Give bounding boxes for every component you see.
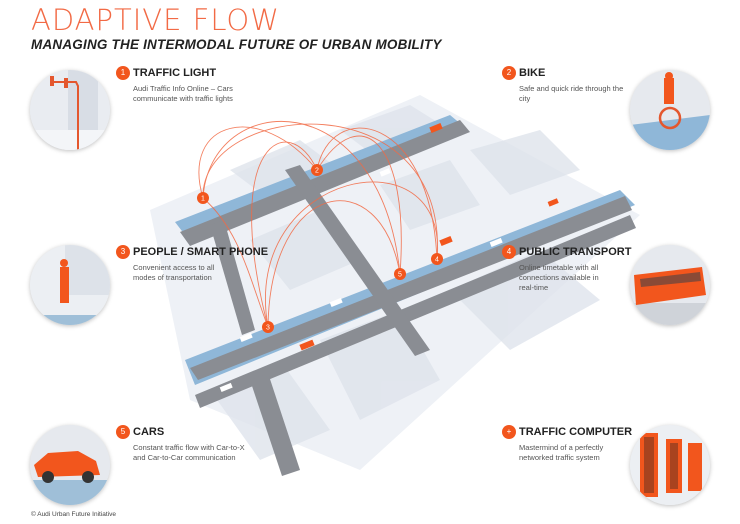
badge-2: 2 [502, 66, 516, 80]
bike-icon [630, 70, 710, 150]
feature-title: TRAFFIC COMPUTER [519, 426, 633, 438]
feature-title: PUBLIC TRANSPORT [519, 246, 632, 258]
badge-1: 1 [116, 66, 130, 80]
feature-description: Safe and quick ride through the city [519, 84, 624, 103]
map-markers: 1 2 3 4 5 [197, 164, 443, 333]
feature-title: BIKE [519, 67, 546, 79]
badge-5: 5 [116, 425, 130, 439]
copyright: © Audi Urban Future Initiative [31, 511, 116, 518]
feature-description: Convenient access to all modes of transp… [133, 263, 215, 282]
feature-description: Online timetable with all connections av… [519, 263, 599, 292]
page-title: ADAPTIVE FLOW [31, 3, 280, 37]
map-marker-2: 2 [315, 168, 319, 175]
map-marker-4: 4 [435, 257, 439, 264]
page-subtitle: MANAGING THE INTERMODAL FUTURE OF URBAN … [31, 37, 442, 52]
feature-title: TRAFFIC LIGHT [133, 67, 217, 79]
vehicles [219, 122, 559, 393]
feature-description: Mastermind of a perfectly networked traf… [519, 443, 604, 462]
feature-description: Constant traffic flow with Car-to-X and … [133, 443, 245, 462]
traffic-light-icon [30, 70, 110, 150]
feature-description: Audi Traffic Info Online – Cars communic… [133, 84, 233, 103]
person-phone-icon [30, 245, 110, 325]
communication-arcs [198, 120, 438, 328]
badge-4: 4 [502, 245, 516, 259]
feature-title: CARS [133, 426, 165, 438]
map-marker-1: 1 [201, 196, 205, 203]
bus-icon [630, 245, 710, 325]
map-marker-5: 5 [398, 272, 402, 279]
badge-3: 3 [116, 245, 130, 259]
feature-title: PEOPLE / SMART PHONE [133, 246, 269, 258]
car-icon [30, 425, 110, 505]
map-marker-3: 3 [266, 325, 270, 332]
badge-plus: + [502, 425, 516, 439]
server-rack-icon [630, 425, 710, 505]
